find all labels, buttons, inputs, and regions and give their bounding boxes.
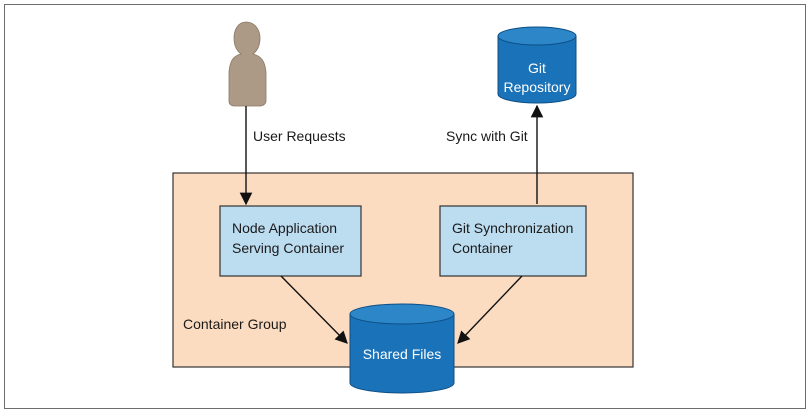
- shared-files-top: [349, 303, 455, 325]
- git-repository-top: [497, 26, 577, 46]
- user-icon: [228, 21, 267, 107]
- database-icon: [497, 35, 577, 104]
- git-repository-label-line2: Repository: [504, 79, 571, 95]
- git-synchronization-container: [439, 205, 587, 277]
- container-group-label: Container Group: [183, 316, 287, 332]
- user-requests-label: User Requests: [253, 128, 346, 144]
- git-sync-to-shared-arrow: [457, 275, 523, 344]
- node-application-label-line1: Node Application: [232, 220, 337, 236]
- git-repository-label-line1: Git: [528, 60, 546, 76]
- database-icon: [349, 313, 455, 394]
- node-application-label-line2: Serving Container: [232, 240, 344, 256]
- git-repository: Git Repository: [497, 26, 577, 104]
- node-application-container: [219, 205, 362, 277]
- shared-files-label: Shared Files: [363, 346, 442, 362]
- git-synchronization-label-line1: Git Synchronization: [452, 220, 573, 236]
- sync-with-git-label: Sync with Git: [446, 128, 528, 144]
- git-synchronization-label-line2: Container: [452, 240, 513, 256]
- node-to-shared-arrow: [280, 275, 348, 344]
- shared-files: Shared Files: [349, 303, 455, 394]
